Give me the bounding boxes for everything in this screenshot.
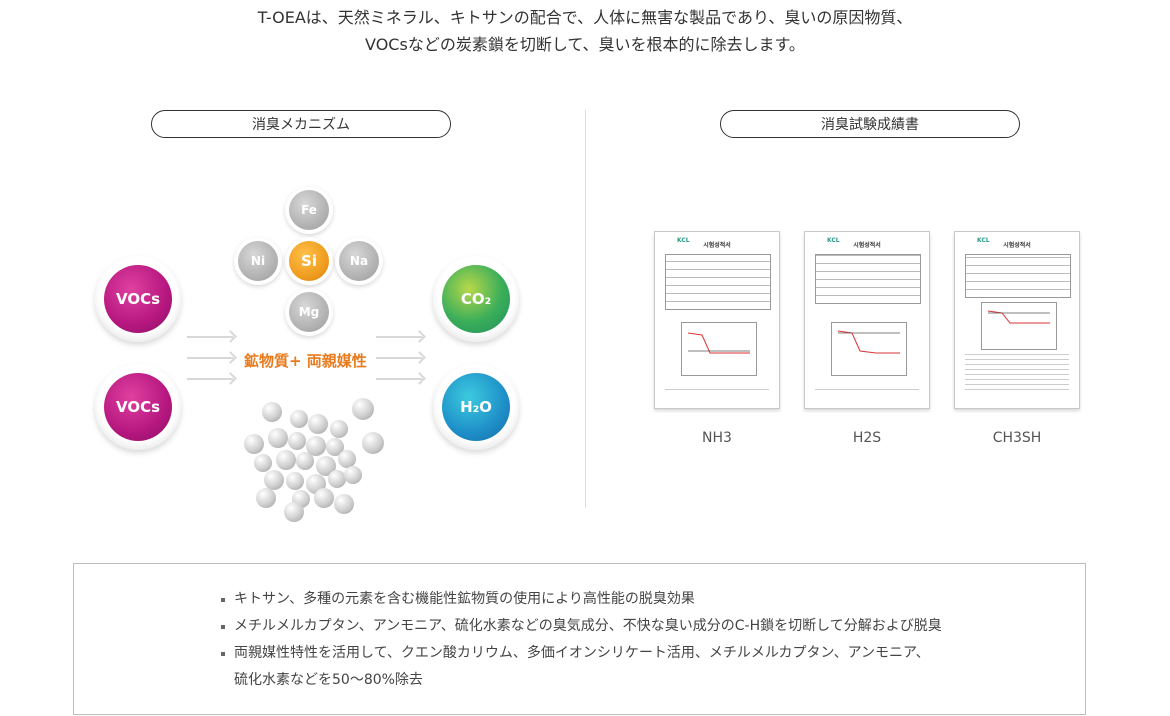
mineral-label: 鉱物質+ 両親媒性 <box>244 352 367 370</box>
lab-logo-icon: KCL <box>677 237 690 244</box>
report-doc-title: 시험성적서 <box>1003 242 1031 249</box>
report-table <box>965 254 1071 298</box>
report-notes <box>965 354 1069 394</box>
intro-line-1: T-OEAは、天然ミネラル、キトサンの配合で、人体に無害な製品であり、臭いの原因… <box>257 8 913 27</box>
features-list: キトサン、多種の元素を含む機能性鉱物質の使用により高性能の脱臭効果 メチルメルカ… <box>221 586 942 694</box>
co2-molecule: CO₂ <box>442 265 510 333</box>
arrow-right-icon <box>376 336 422 338</box>
feature-item-continuation: 硫化水素などを50〜80%除去 <box>234 672 423 688</box>
vocs-molecule-1: VOCs <box>104 265 172 333</box>
report-footer <box>815 389 919 400</box>
arrow-right-icon <box>187 357 233 359</box>
arrow-right-icon <box>376 378 422 380</box>
report-graph <box>681 322 757 376</box>
element-na: Na <box>339 241 379 281</box>
intro-text: T-OEAは、天然ミネラル、キトサンの配合で、人体に無害な製品であり、臭いの原因… <box>0 4 1170 58</box>
report-label-nh3: NH3 <box>702 430 732 446</box>
arrow-right-icon <box>187 378 233 380</box>
lab-logo-icon: KCL <box>827 237 840 244</box>
element-mg: Mg <box>289 292 329 332</box>
panel-divider <box>585 110 586 508</box>
mechanism-title: 消臭メカニズム <box>151 110 451 138</box>
report-graph <box>831 322 907 376</box>
report-document-ch3sh[interactable]: KCL 시험성적서 <box>954 231 1080 409</box>
graph-line-icon <box>987 310 1050 324</box>
h2o-molecule: H₂O <box>442 373 510 441</box>
features-box <box>73 563 1086 715</box>
report-table <box>665 254 771 310</box>
graph-line-icon <box>837 330 900 354</box>
report-label-ch3sh: CH3SH <box>992 430 1042 446</box>
report-table <box>815 254 921 304</box>
feature-item: キトサン、多種の元素を含む機能性鉱物質の使用により高性能の脱臭効果 <box>221 586 942 613</box>
element-fe: Fe <box>289 190 329 230</box>
lab-logo-icon: KCL <box>977 237 990 244</box>
report-graph <box>981 302 1057 350</box>
report-document-h2s[interactable]: KCL 시험성적서 <box>804 231 930 409</box>
report-label-h2s: H2S <box>852 430 882 446</box>
arrow-right-icon <box>376 357 422 359</box>
feature-item: メチルメルカプタン、アンモニア、硫化水素などの臭気成分、不快な臭い成分のC-H鎖… <box>221 613 942 640</box>
report-document-nh3[interactable]: KCL 시험성적서 <box>654 231 780 409</box>
arrow-right-icon <box>187 336 233 338</box>
report-doc-title: 시험성적서 <box>853 242 881 249</box>
test-report-title: 消臭試験成績書 <box>720 110 1020 138</box>
element-si: Si <box>289 241 329 281</box>
graph-line-icon <box>687 332 750 354</box>
report-doc-title: 시험성적서 <box>703 242 731 249</box>
intro-line-2: VOCsなどの炭素鎖を切断して、臭いを根本的に除去します。 <box>365 35 805 54</box>
element-ni: Ni <box>238 241 278 281</box>
vocs-molecule-2: VOCs <box>104 373 172 441</box>
report-footer <box>665 389 769 400</box>
feature-item: 両親媒性特性を活用して、クエン酸カリウム、多価イオンシリケート活用、メチルメルカ… <box>221 640 942 667</box>
